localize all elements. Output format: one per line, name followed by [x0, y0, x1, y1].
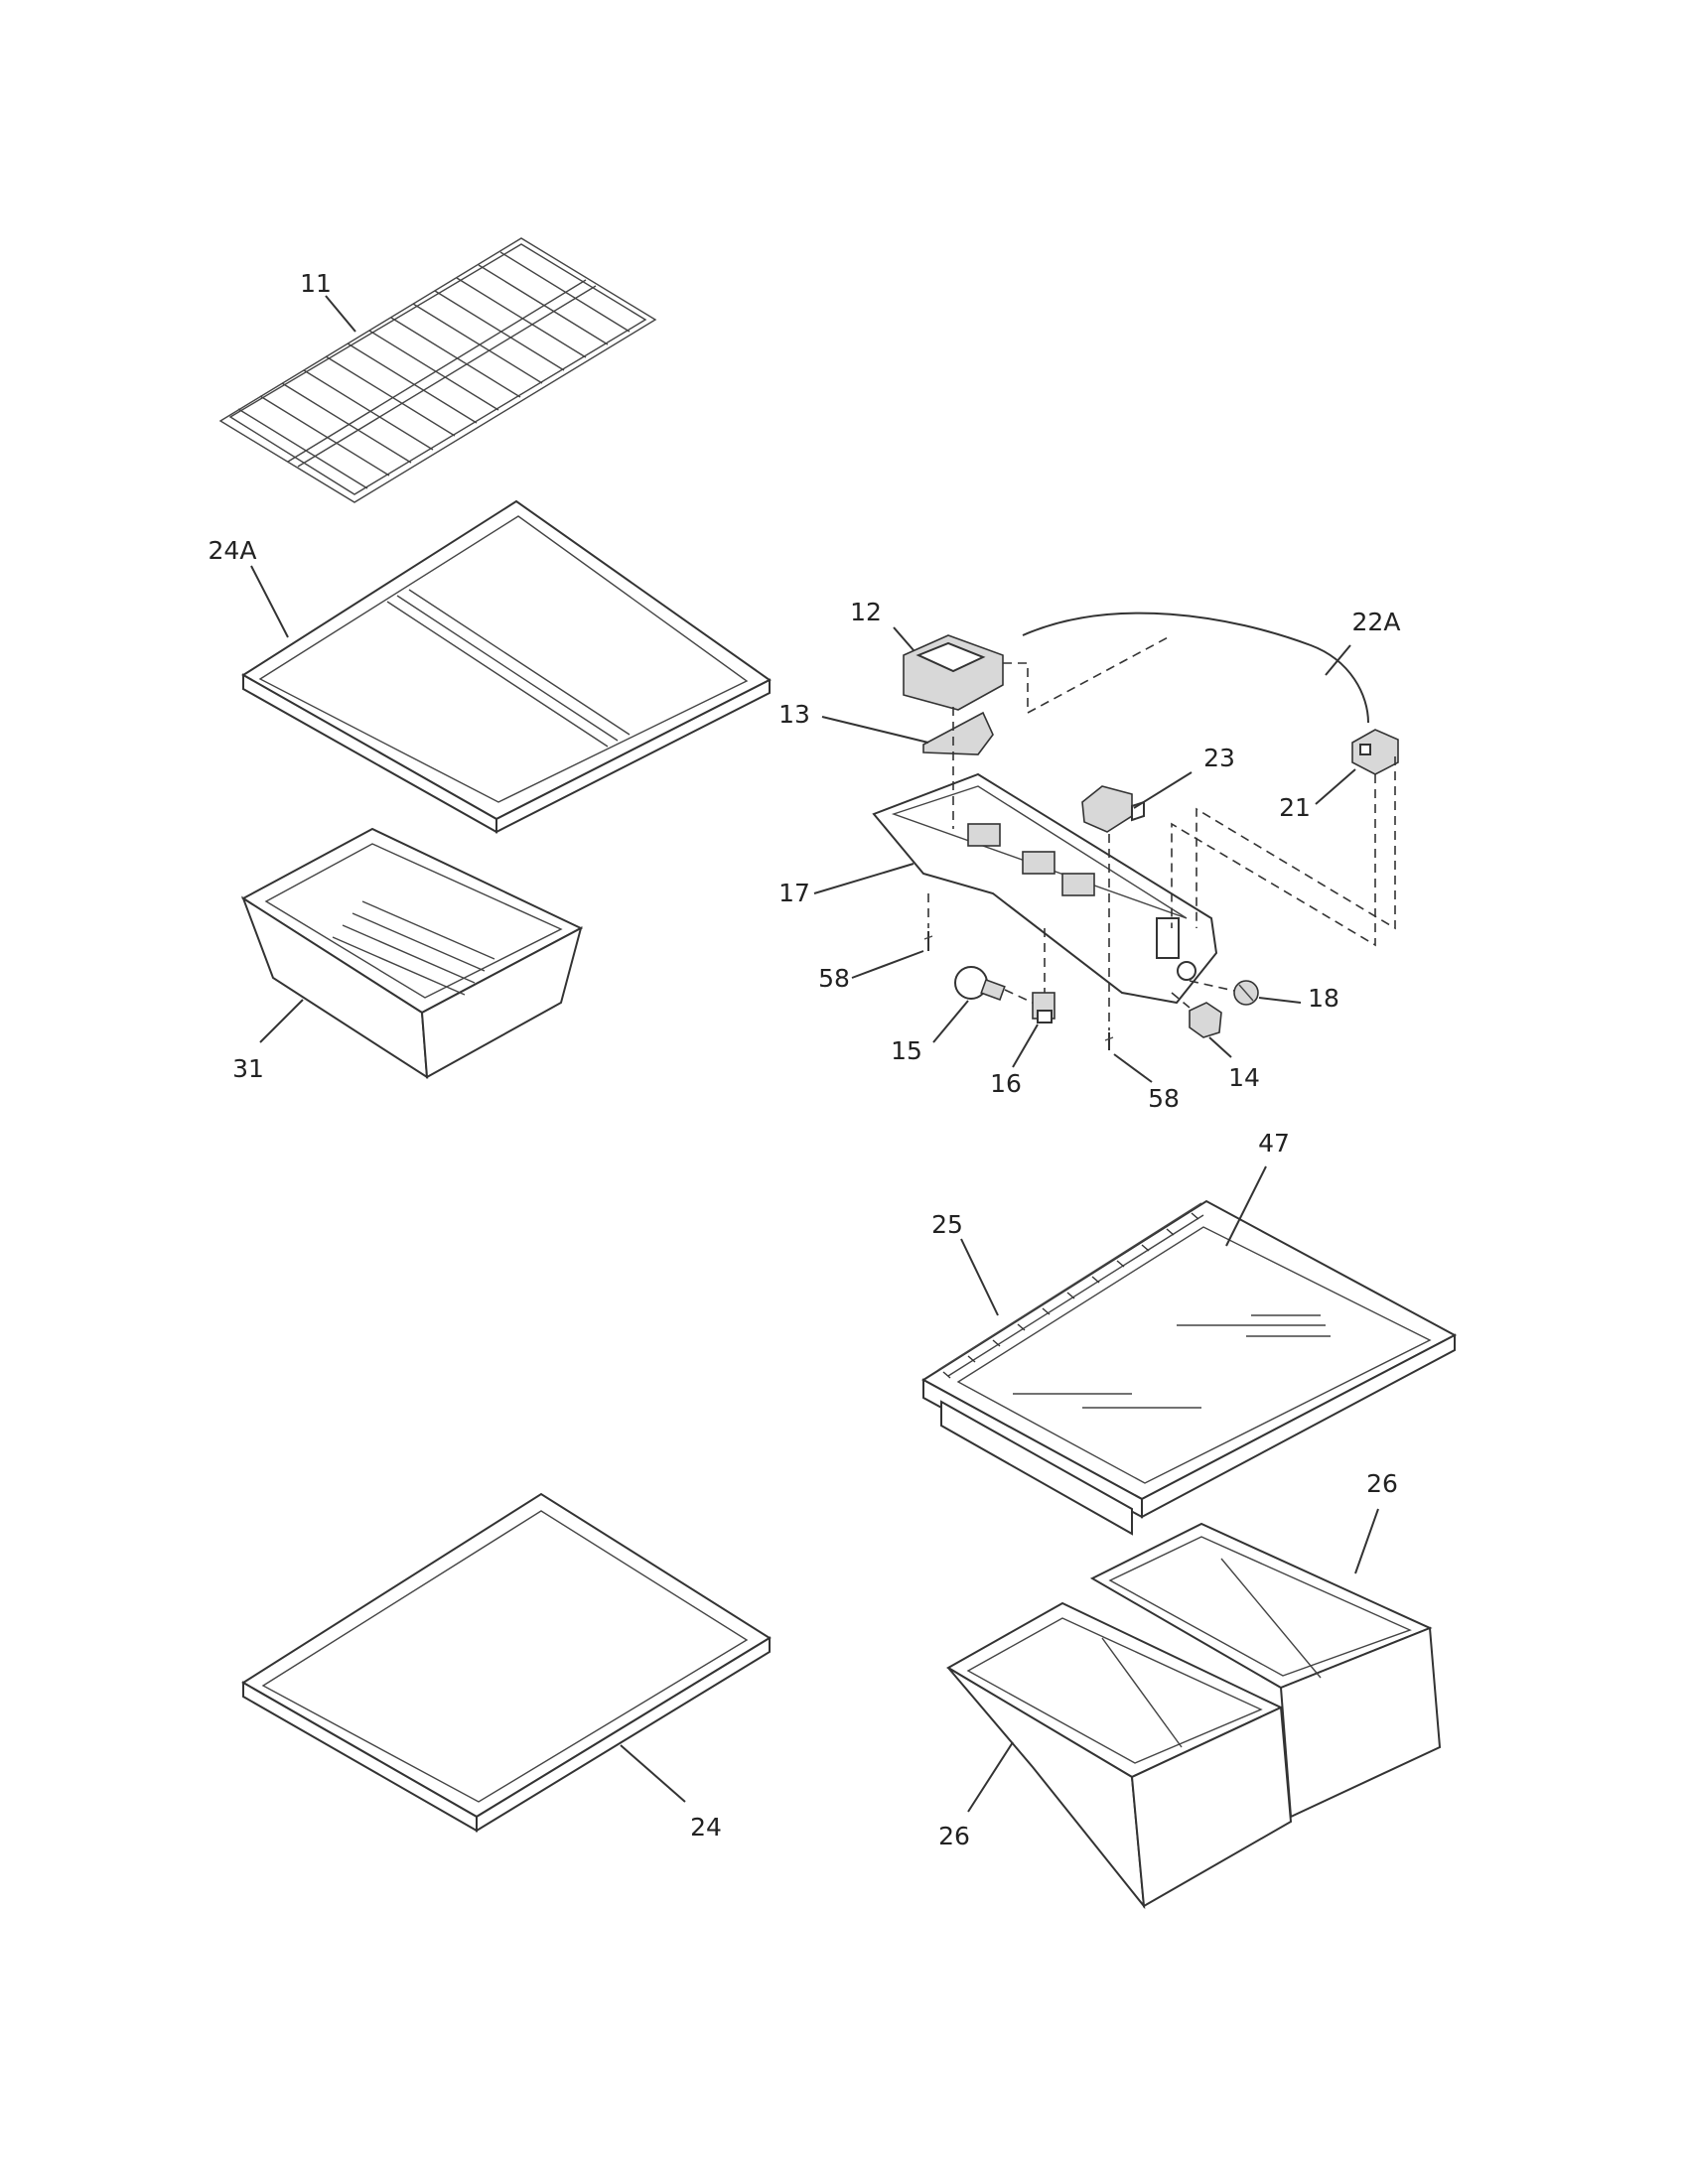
crisper-drawer-front-part: [946, 1601, 1293, 1910]
callout-12: 12: [850, 598, 882, 626]
leader-line: [1325, 644, 1351, 676]
wire-shelf-part: [218, 237, 657, 503]
light-housing-part: [872, 772, 1218, 1005]
leader-line: [932, 1000, 969, 1043]
callout-24: 24: [690, 1813, 722, 1842]
crisper-cover-part: [921, 1199, 1458, 1536]
leader-line: [620, 1744, 686, 1803]
meat-pan-part: [241, 827, 584, 1079]
screw-part: [1104, 1032, 1114, 1050]
lamp-socket-part: [1032, 992, 1055, 1024]
callout-24a: 24A: [209, 536, 257, 565]
vent-cover-part: [903, 634, 1004, 711]
leader-line: [821, 716, 929, 744]
connector-block-part: [1351, 729, 1399, 775]
leader-line: [967, 1741, 1014, 1813]
callout-16: 16: [990, 1069, 1022, 1098]
leader-line: [1113, 1053, 1153, 1083]
callout-14: 14: [1228, 1063, 1260, 1092]
glass-shelf-24-part: [241, 1492, 772, 1833]
leader-line: [1354, 1508, 1379, 1574]
leader-line: [960, 1238, 999, 1316]
callout-17: 17: [778, 879, 810, 907]
wire-harness-part: [1022, 612, 1369, 724]
callout-13: 13: [778, 700, 810, 729]
leader-line: [851, 950, 924, 979]
leader-line: [1208, 1036, 1232, 1058]
leader-line: [893, 626, 914, 651]
callout-15: 15: [891, 1036, 922, 1065]
callout-18: 18: [1308, 984, 1339, 1013]
callout-47: 47: [1258, 1129, 1290, 1158]
crisper-drawer-back-part: [1089, 1522, 1442, 1819]
callout-58-left: 58: [818, 964, 850, 993]
damper-part: [922, 711, 994, 755]
leader-line: [1315, 768, 1356, 805]
control-knob-part: [1081, 785, 1145, 833]
callout-23: 23: [1203, 744, 1235, 772]
callout-31: 31: [232, 1054, 264, 1083]
callout-11: 11: [300, 269, 332, 298]
leader-line: [250, 565, 289, 638]
leader-line: [259, 999, 304, 1043]
leader-line: [1258, 997, 1302, 1004]
leader-line: [813, 863, 914, 894]
thermostat-knob-part: [1233, 980, 1259, 1006]
glass-shelf-24a-part: [241, 499, 772, 834]
callout-22a: 22A: [1352, 608, 1401, 636]
leader-line: [1225, 1165, 1267, 1247]
leader-line: [1133, 771, 1193, 809]
screw-part: [923, 931, 933, 951]
leader-line: [325, 295, 356, 333]
leader-line: [1012, 1024, 1039, 1068]
callout-25: 25: [931, 1210, 963, 1239]
callout-58-right: 58: [1148, 1084, 1180, 1113]
light-bulb-part: [954, 966, 1006, 1002]
callout-26-left: 26: [938, 1822, 970, 1850]
callout-26-right: 26: [1366, 1469, 1398, 1498]
light-switch-part: [1189, 1002, 1222, 1038]
callout-21: 21: [1279, 793, 1311, 822]
